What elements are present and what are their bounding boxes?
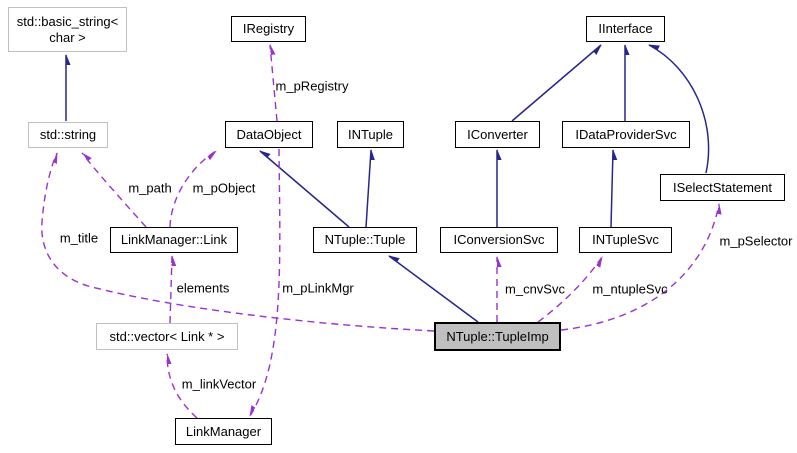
node-intuplesvc[interactable]: INTupleSvc bbox=[579, 227, 672, 253]
edge-usage-linkmanager-vector-mlinkvector bbox=[166, 354, 198, 419]
edge-inherit-tuple-dataobject bbox=[260, 151, 350, 228]
edge-usage-tupleimp-iselectstatement-mpselector bbox=[560, 204, 719, 331]
node-iinterface[interactable]: IInterface bbox=[586, 16, 665, 42]
edge-label-m-cnvsvc: m_cnvSvc bbox=[505, 281, 565, 297]
edge-usage-link-string-mpath bbox=[82, 153, 147, 228]
edge-label-m-path: m_path bbox=[128, 180, 172, 196]
node-idataprovidersvc[interactable]: IDataProviderSvc bbox=[562, 121, 690, 148]
node-std-string[interactable]: std::string bbox=[28, 122, 108, 148]
node-std-basic-string[interactable]: std::basic_string< char > bbox=[8, 7, 127, 52]
edge-usage-vector-link-elements bbox=[169, 256, 172, 324]
edge-usage-tupleimp-string-mtitle bbox=[41, 153, 435, 332]
edge-label-m-linkvector: m_linkVector bbox=[181, 376, 257, 392]
node-iregistry[interactable]: IRegistry bbox=[231, 16, 306, 42]
edge-label-m-pselector: m_pSelector bbox=[719, 233, 793, 249]
edge-usage-dataobject-iregistry bbox=[269, 45, 278, 122]
node-linkmanager-link[interactable]: LinkManager::Link bbox=[110, 227, 238, 253]
node-iconversionsvc[interactable]: IConversionSvc bbox=[440, 227, 558, 253]
edge-inherit-tuple-intuple bbox=[365, 150, 371, 228]
edge-label-m-pregistry: m_pRegistry bbox=[275, 78, 349, 94]
edge-label-m-pobject: m_pObject bbox=[192, 180, 256, 196]
node-linkmanager[interactable]: LinkManager bbox=[175, 418, 272, 445]
node-intuple[interactable]: INTuple bbox=[337, 121, 404, 148]
node-dataobject[interactable]: DataObject bbox=[225, 121, 313, 148]
node-ntuple-tupleimp[interactable]: NTuple::TupleImp bbox=[434, 322, 561, 351]
edge-inherit-intuplesvc-idataprovidersvc bbox=[610, 150, 613, 228]
edge-inherit-tupleimp-tuple bbox=[389, 255, 479, 323]
node-ntuple-tuple[interactable]: NTuple::Tuple bbox=[313, 227, 417, 253]
node-iconverter[interactable]: IConverter bbox=[455, 121, 540, 148]
edge-label-m-ntuplesvc: m_ntupleSvc bbox=[592, 281, 668, 297]
edge-inherit-iconverter-iinterface bbox=[511, 45, 601, 122]
node-std-vector-link[interactable]: std::vector< Link * > bbox=[96, 323, 238, 350]
edge-usage-dataobject-linkmanager-mplinkmgr bbox=[249, 148, 281, 416]
edge-label-elements: elements bbox=[176, 280, 230, 296]
edge-label-m-plinkmgr: m_pLinkMgr bbox=[282, 280, 354, 296]
edge-label-m-title: m_title bbox=[59, 230, 99, 246]
node-iselectstatement[interactable]: ISelectStatement bbox=[660, 174, 785, 201]
edge-inherit-iselectstatement-iinterface bbox=[649, 44, 710, 174]
